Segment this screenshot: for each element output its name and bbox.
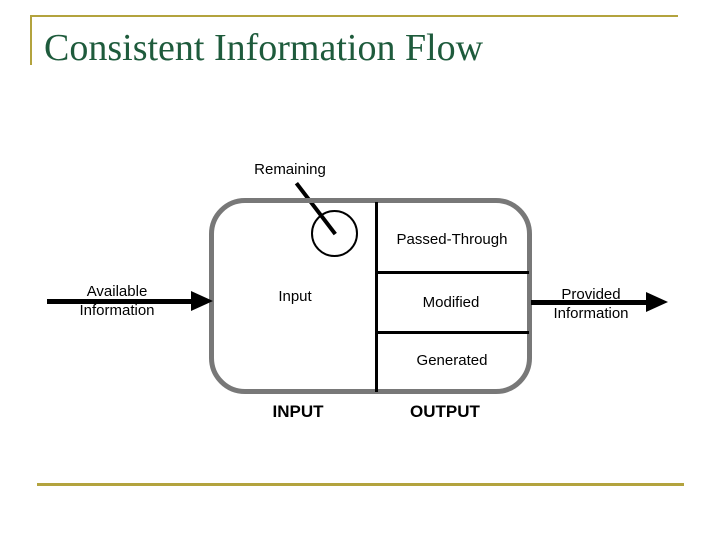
passed-through-label: Passed-Through xyxy=(396,231,508,248)
box-horizontal-divider-upper xyxy=(378,271,529,274)
generated-label: Generated xyxy=(416,352,488,369)
available-line2: Information xyxy=(79,302,155,319)
provided-line2: Information xyxy=(553,305,629,322)
box-vertical-divider xyxy=(375,202,378,392)
accent-line-left xyxy=(30,15,32,65)
remaining-label: Remaining xyxy=(254,161,326,178)
remaining-circle xyxy=(311,210,358,257)
input-section-label: Input xyxy=(278,288,312,305)
box-horizontal-divider-lower xyxy=(378,331,529,334)
input-arrow-head xyxy=(191,291,213,311)
input-arrow-shaft xyxy=(47,299,194,304)
output-arrow-head xyxy=(646,292,668,312)
accent-line-top xyxy=(31,15,678,17)
available-line1: Available xyxy=(86,283,148,300)
provided-information-label: Provided Information xyxy=(530,285,652,323)
available-information-label: Available Information xyxy=(55,282,179,320)
accent-line-bottom xyxy=(37,483,684,486)
slide-title: Consistent Information Flow xyxy=(44,27,484,69)
modified-label: Modified xyxy=(422,294,480,311)
output-column-caption: OUTPUT xyxy=(410,402,480,421)
input-column-caption: INPUT xyxy=(272,402,324,421)
output-arrow-shaft xyxy=(531,300,647,305)
provided-line1: Provided xyxy=(561,286,621,303)
